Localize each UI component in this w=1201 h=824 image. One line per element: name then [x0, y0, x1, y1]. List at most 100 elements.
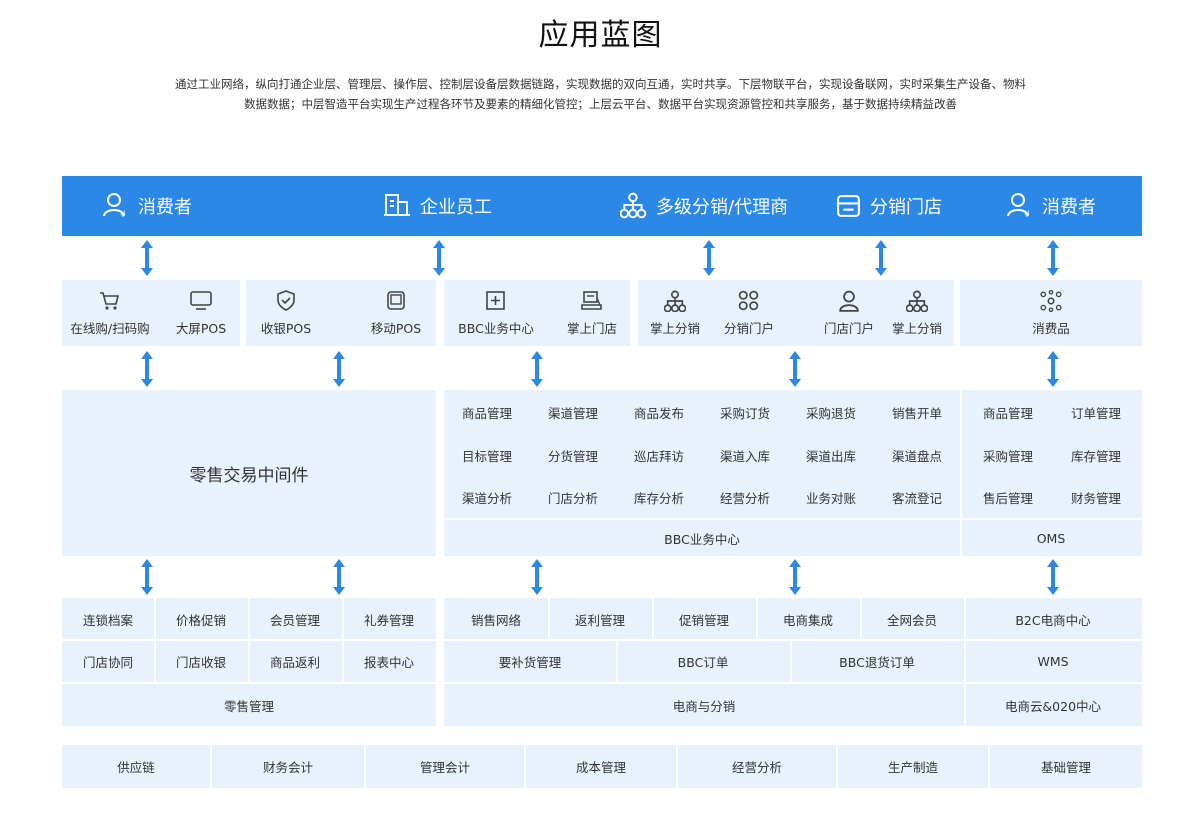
retail-cell[interactable]: 商品返利 [269, 654, 320, 670]
bbc-cell[interactable]: 销售开单 [891, 405, 942, 421]
channel-label: 掌上分销 [649, 320, 700, 336]
retail-cell[interactable]: 会员管理 [269, 612, 320, 628]
cloud-cell[interactable]: B2C电商中心 [1015, 612, 1091, 628]
channel-label: 在线购/扫码购 [70, 320, 150, 336]
bbc-cell[interactable]: 渠道管理 [547, 405, 598, 421]
bbc-cell[interactable]: 分货管理 [547, 448, 598, 464]
oms-cell[interactable]: 财务管理 [1070, 490, 1121, 506]
base-module[interactable]: 基础管理 [1040, 760, 1091, 775]
divider [964, 598, 966, 726]
cart-icon [99, 291, 119, 310]
actor-consumer[interactable]: 消费者 [102, 176, 192, 236]
bbc-cell[interactable]: 渠道入库 [719, 448, 770, 464]
channel-group-bbc: BBC业务中心 掌上门店 [444, 280, 630, 346]
actor-label: 消费者 [138, 197, 192, 218]
channel-distribution-portal[interactable]: 分销门户 [712, 280, 786, 346]
base-module[interactable]: 财务会计 [262, 760, 313, 775]
page-description: 通过工业网络，纵向打通企业层、管理层、操作层、控制层设备层数据链路，实现数据的双… [80, 74, 1121, 114]
divider [548, 598, 550, 640]
channel-big-screen-pos[interactable]: 大屏POS [162, 280, 240, 346]
oms-cell[interactable]: 商品管理 [982, 405, 1033, 421]
retail-cell[interactable]: 价格促销 [175, 612, 226, 628]
channel-cashier-pos[interactable]: 收银POS [246, 280, 326, 346]
channel-online-scan[interactable]: 在线购/扫码购 [62, 280, 158, 346]
bbc-cell[interactable]: 渠道出库 [805, 448, 856, 464]
actor-distributor[interactable]: 多级分销/代理商 [620, 176, 788, 236]
divider [364, 745, 366, 788]
bbc-cell[interactable]: 渠道盘点 [891, 448, 942, 464]
bbc-cell[interactable]: 库存分析 [633, 490, 684, 506]
base-module[interactable]: 经营分析 [731, 760, 782, 775]
actor-label: 消费者 [1042, 197, 1096, 218]
divider [444, 682, 964, 684]
actor-employee[interactable]: 企业员工 [384, 176, 492, 236]
retail-cell[interactable]: 门店协同 [82, 654, 133, 670]
ecommerce-cell[interactable]: 促销管理 [678, 612, 729, 628]
ecommerce-cell[interactable]: 返利管理 [574, 612, 625, 628]
divider [652, 598, 654, 640]
channel-mobile-store[interactable]: 掌上门店 [554, 280, 630, 346]
oms-cell[interactable]: 售后管理 [982, 490, 1033, 506]
ecommerce-cloud: B2C电商中心 WMS 电商云&020中心 [964, 598, 1142, 726]
base-module[interactable]: 成本管理 [575, 760, 626, 775]
ecommerce-cell[interactable]: BBC订单 [677, 654, 729, 670]
arrow-icon [703, 240, 715, 276]
retail-cell[interactable]: 报表中心 [363, 654, 414, 670]
description-line-2: 数据数据；中层智造平台实现生产过程各环节及要素的精细化管控；上层云平台、数据平台… [244, 97, 957, 111]
middleware-label: 零售交易中间件 [189, 465, 309, 486]
cloud-cell[interactable]: WMS [1037, 653, 1069, 669]
ecommerce-cell[interactable]: 要补货管理 [498, 654, 562, 670]
channel-group-online: 在线购/扫码购 大屏POS [62, 280, 240, 346]
retail-cell[interactable]: 连锁档案 [82, 612, 133, 628]
molecule-icon [1040, 289, 1062, 312]
actor-store[interactable]: 分销门店 [836, 176, 942, 236]
retail-cell[interactable]: 礼券管理 [363, 612, 414, 628]
base-module[interactable]: 管理会计 [419, 760, 470, 775]
channel-group-distribution: 掌上分销 分销门户 门店门户 掌上分销 [638, 280, 954, 346]
ecommerce-cell[interactable]: 销售网络 [470, 612, 521, 628]
arrow-icon [141, 351, 153, 387]
retail-footer: 零售管理 [223, 698, 274, 714]
consumer-icon [1007, 193, 1031, 220]
arrow-icon [333, 559, 345, 595]
bbc-cell[interactable]: 采购订货 [719, 405, 770, 421]
base-module[interactable]: 供应链 [117, 760, 155, 775]
bbc-cell[interactable]: 商品发布 [633, 405, 684, 421]
store-icon [837, 195, 860, 217]
actor-consumer-2[interactable]: 消费者 [1006, 176, 1096, 236]
bbc-footer: BBC业务中心 [664, 531, 740, 547]
base-module[interactable]: 生产制造 [887, 760, 938, 775]
bbc-cell[interactable]: 目标管理 [461, 448, 512, 464]
monitor-icon [190, 290, 212, 310]
bbc-cell[interactable]: 采购退货 [805, 405, 856, 421]
ecommerce-cell[interactable]: BBC退货订单 [839, 654, 915, 670]
cloud-cell[interactable]: 电商云&020中心 [1004, 698, 1102, 714]
arrow-icon [875, 240, 887, 276]
bbc-cell[interactable]: 巡店拜访 [633, 448, 684, 464]
ecommerce-cell[interactable]: 电商集成 [782, 612, 833, 628]
channel-consumer-goods[interactable]: 消费品 [960, 280, 1142, 346]
channel-mobile-distribution-2[interactable]: 掌上分销 [880, 280, 954, 346]
retail-management: 连锁档案 价格促销 会员管理 礼券管理 门店协同 门店收银 商品返利 报表中心 … [62, 598, 436, 726]
channel-group-consumer-goods: 消费品 [960, 280, 1142, 346]
oms-footer: OMS [1036, 530, 1066, 546]
oms-cell[interactable]: 库存管理 [1070, 448, 1121, 464]
channel-mobile-distribution[interactable]: 掌上分销 [638, 280, 712, 346]
channel-label: BBC业务中心 [458, 320, 534, 336]
channel-bbc-center[interactable]: BBC业务中心 [448, 280, 544, 346]
retail-cell[interactable]: 门店收银 [175, 654, 226, 670]
bbc-cell[interactable]: 客流登记 [891, 490, 942, 506]
bbc-cell[interactable]: 渠道分析 [461, 490, 512, 506]
channel-store-portal[interactable]: 门店门户 [814, 280, 884, 346]
channel-group-pos: 收银POS 移动POS [246, 280, 436, 346]
bbc-cell[interactable]: 经营分析 [719, 490, 770, 506]
bbc-cell[interactable]: 门店分析 [547, 490, 598, 506]
oms-cell[interactable]: 订单管理 [1070, 405, 1121, 421]
bbc-cell[interactable]: 商品管理 [461, 405, 512, 421]
bbc-cell[interactable]: 业务对账 [805, 490, 856, 506]
shield-icon [277, 289, 295, 311]
channel-mobile-pos[interactable]: 移动POS [356, 280, 436, 346]
oms-cell[interactable]: 采购管理 [982, 448, 1033, 464]
divider [860, 598, 862, 640]
ecommerce-cell[interactable]: 全网会员 [886, 612, 937, 628]
